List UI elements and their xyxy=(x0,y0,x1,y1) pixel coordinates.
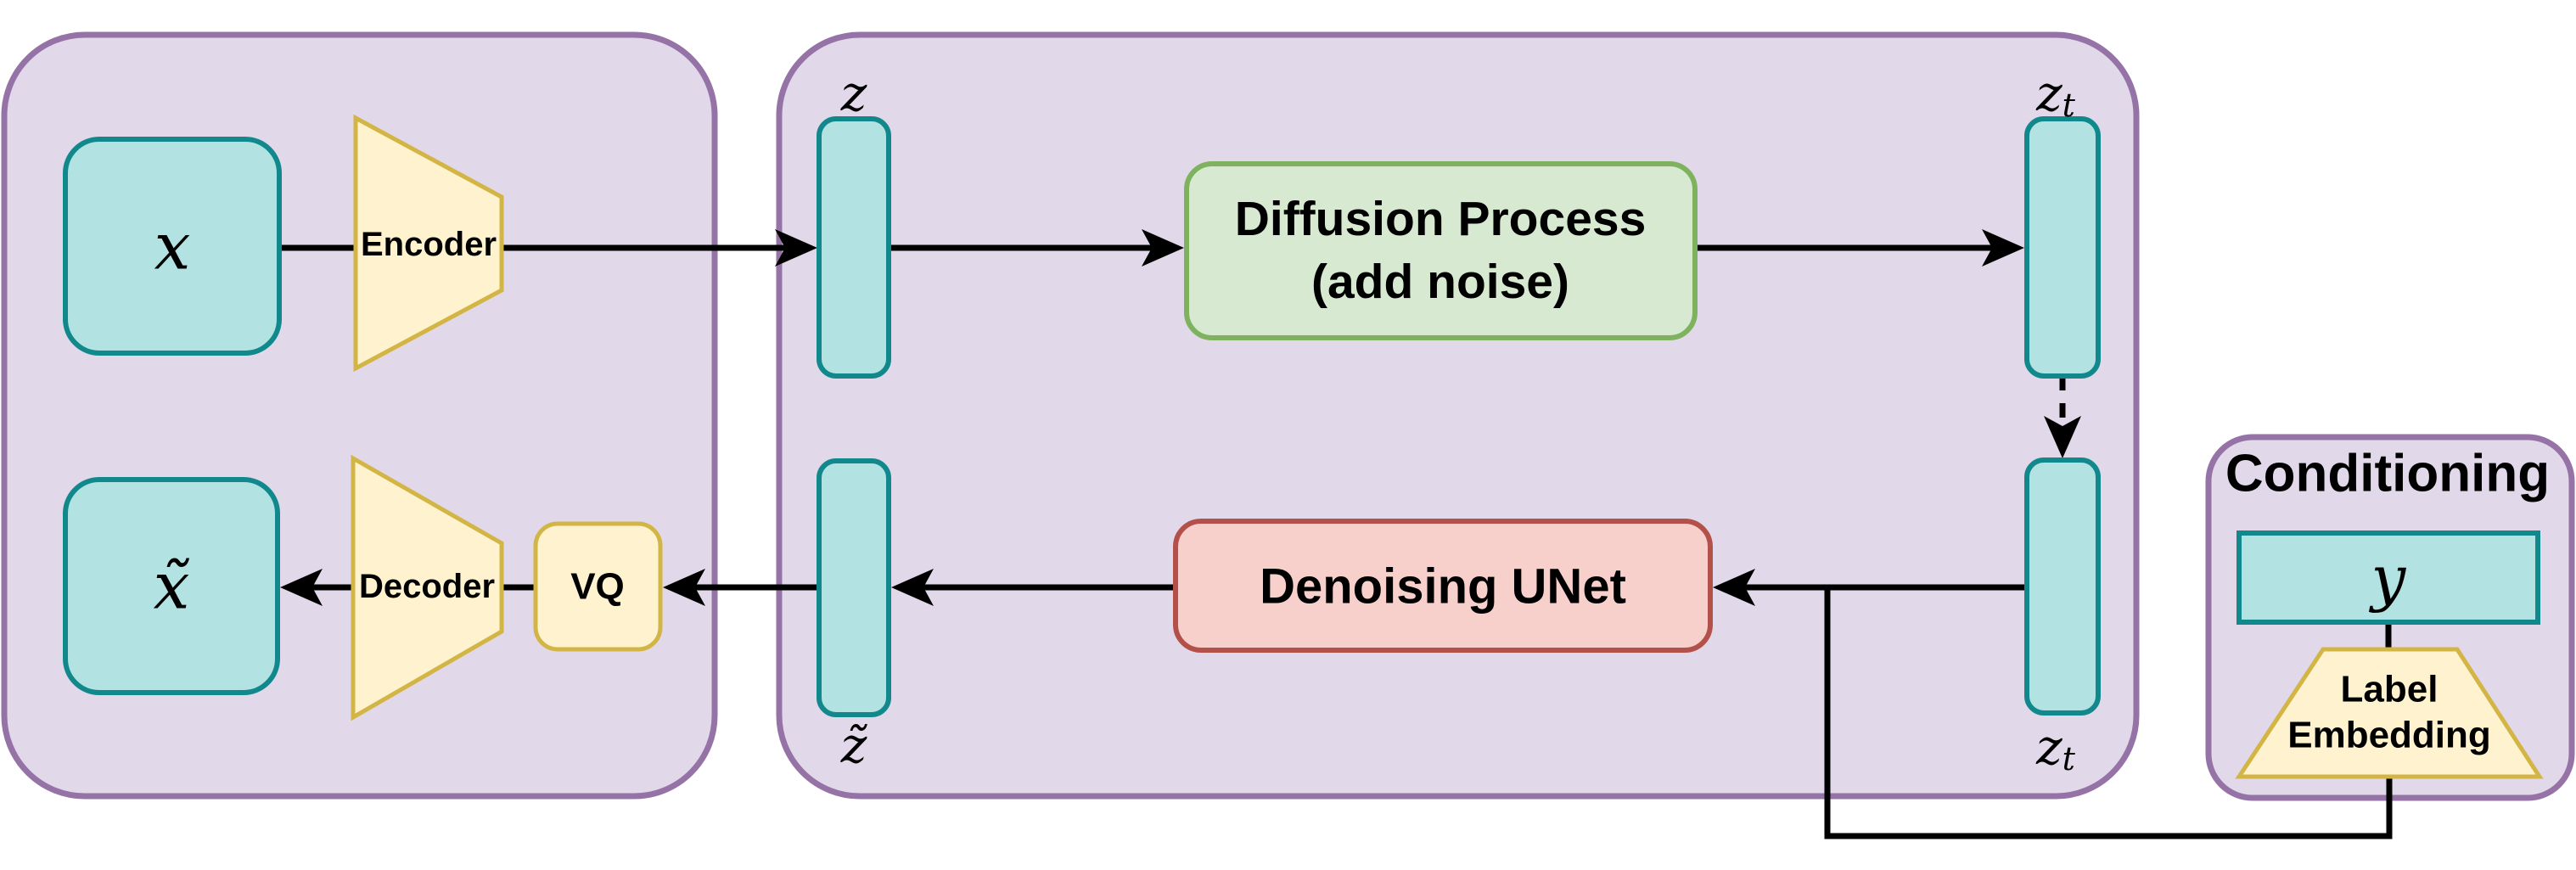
diffusion-process-box xyxy=(1184,161,1698,340)
x-label: x xyxy=(154,209,191,284)
z-tilde-label: z̃ xyxy=(840,716,868,774)
z-latent-bar xyxy=(817,116,891,379)
encoder-trapezoid xyxy=(353,114,504,373)
arrowhead-into-zt-bottom xyxy=(2044,416,2081,458)
zt-top-label: zt xyxy=(2035,65,2076,124)
z-label: z xyxy=(840,65,867,122)
arrowhead-into-diffusion xyxy=(1142,229,1184,267)
vq-box xyxy=(533,521,663,652)
denoising-unet-box xyxy=(1173,519,1713,653)
x-input-box xyxy=(63,137,282,356)
diffusion-label-line1: Diffusion Process xyxy=(1235,192,1647,246)
arrowhead-into-vq xyxy=(663,569,705,606)
y-label: y xyxy=(2369,542,2407,614)
latent-space-container xyxy=(776,31,2140,800)
z-tilde-latent-bar xyxy=(817,458,891,717)
arrowhead-into-ztilde xyxy=(891,569,934,606)
zt-bottom-label-sub: t xyxy=(2062,740,2076,777)
diffusion-label-line2: (add noise) xyxy=(1311,255,1569,309)
zt-bottom-label-base: z xyxy=(2035,718,2062,776)
decoder-trapezoid xyxy=(351,454,504,721)
zt-top-label-base: z xyxy=(2035,65,2062,122)
zt-bottom-latent-bar xyxy=(2024,457,2101,716)
arrowhead-into-z xyxy=(775,229,817,267)
encoder-label: Encoder xyxy=(361,226,497,263)
embedding-label-line1: Label xyxy=(2341,669,2439,710)
embedding-label-line2: Embedding xyxy=(2287,715,2491,756)
zt-top-label-sub: t xyxy=(2062,87,2076,124)
x-tilde-label: x̃ xyxy=(154,548,190,624)
wire-conditioning-to-unet xyxy=(1824,587,2393,839)
decoder-label: Decoder xyxy=(359,568,495,605)
zt-bottom-label: zt xyxy=(2035,718,2076,777)
arrowhead-into-xtilde xyxy=(280,569,323,606)
vq-label: VQ xyxy=(570,566,625,608)
arrowhead-into-zt-top xyxy=(1982,229,2024,267)
x-tilde-output-box xyxy=(63,477,280,695)
conditioning-title: Conditioning xyxy=(2225,445,2550,503)
label-embedding-trapezoid xyxy=(2235,647,2544,779)
y-condition-box xyxy=(2236,530,2540,625)
arrowhead-into-unet xyxy=(1713,569,1755,606)
unet-label: Denoising UNet xyxy=(1260,559,1626,615)
zt-top-latent-bar xyxy=(2024,116,2101,379)
